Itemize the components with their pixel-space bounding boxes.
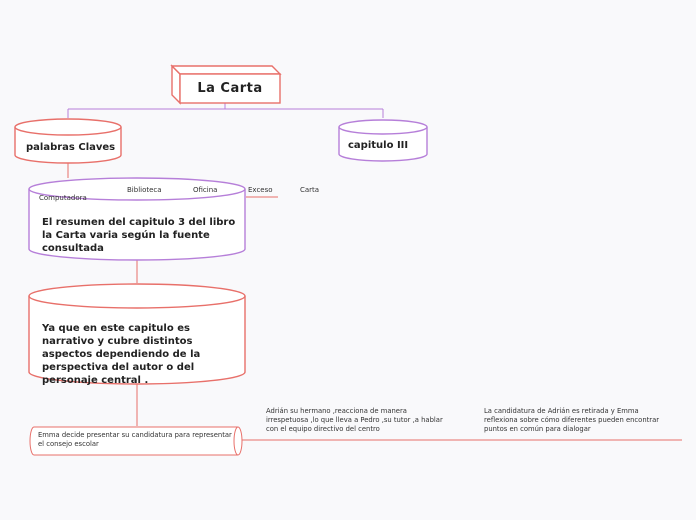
left-topic-label: palabras Claves: [26, 142, 116, 153]
left-topic-cylinder[interactable]: [14, 118, 122, 164]
root-node-box[interactable]: [170, 64, 282, 105]
scroll-node-shape[interactable]: [29, 426, 243, 456]
event-text-2: La candidatura de Adrián es retirada y E…: [484, 407, 660, 434]
root-node-label: La Carta: [197, 81, 263, 96]
scroll-node-text: Emma decide presentar su candidatura par…: [38, 431, 232, 449]
keyword-computadora: Computadora: [39, 194, 87, 202]
connector-root-branch: [67, 103, 384, 118]
keywords-node-text: El resumen del capitulo 3 del libro la C…: [42, 217, 236, 254]
keyword-biblioteca: Biblioteca: [127, 186, 162, 194]
keywords-cylinder[interactable]: [28, 177, 246, 261]
narrative-node-text: Ya que en este capitulo es narrativo y c…: [42, 323, 201, 386]
keyword-exceso: Exceso: [248, 186, 273, 194]
keyword-oficina: Oficina: [193, 186, 218, 194]
right-topic-cylinder[interactable]: [338, 119, 428, 162]
event-text-1: Adrián su hermano ,reacciona de manera i…: [266, 407, 443, 434]
narrative-cylinder[interactable]: [28, 283, 246, 385]
right-topic-label: capitulo III: [348, 140, 409, 151]
keyword-carta: Carta: [300, 186, 320, 194]
